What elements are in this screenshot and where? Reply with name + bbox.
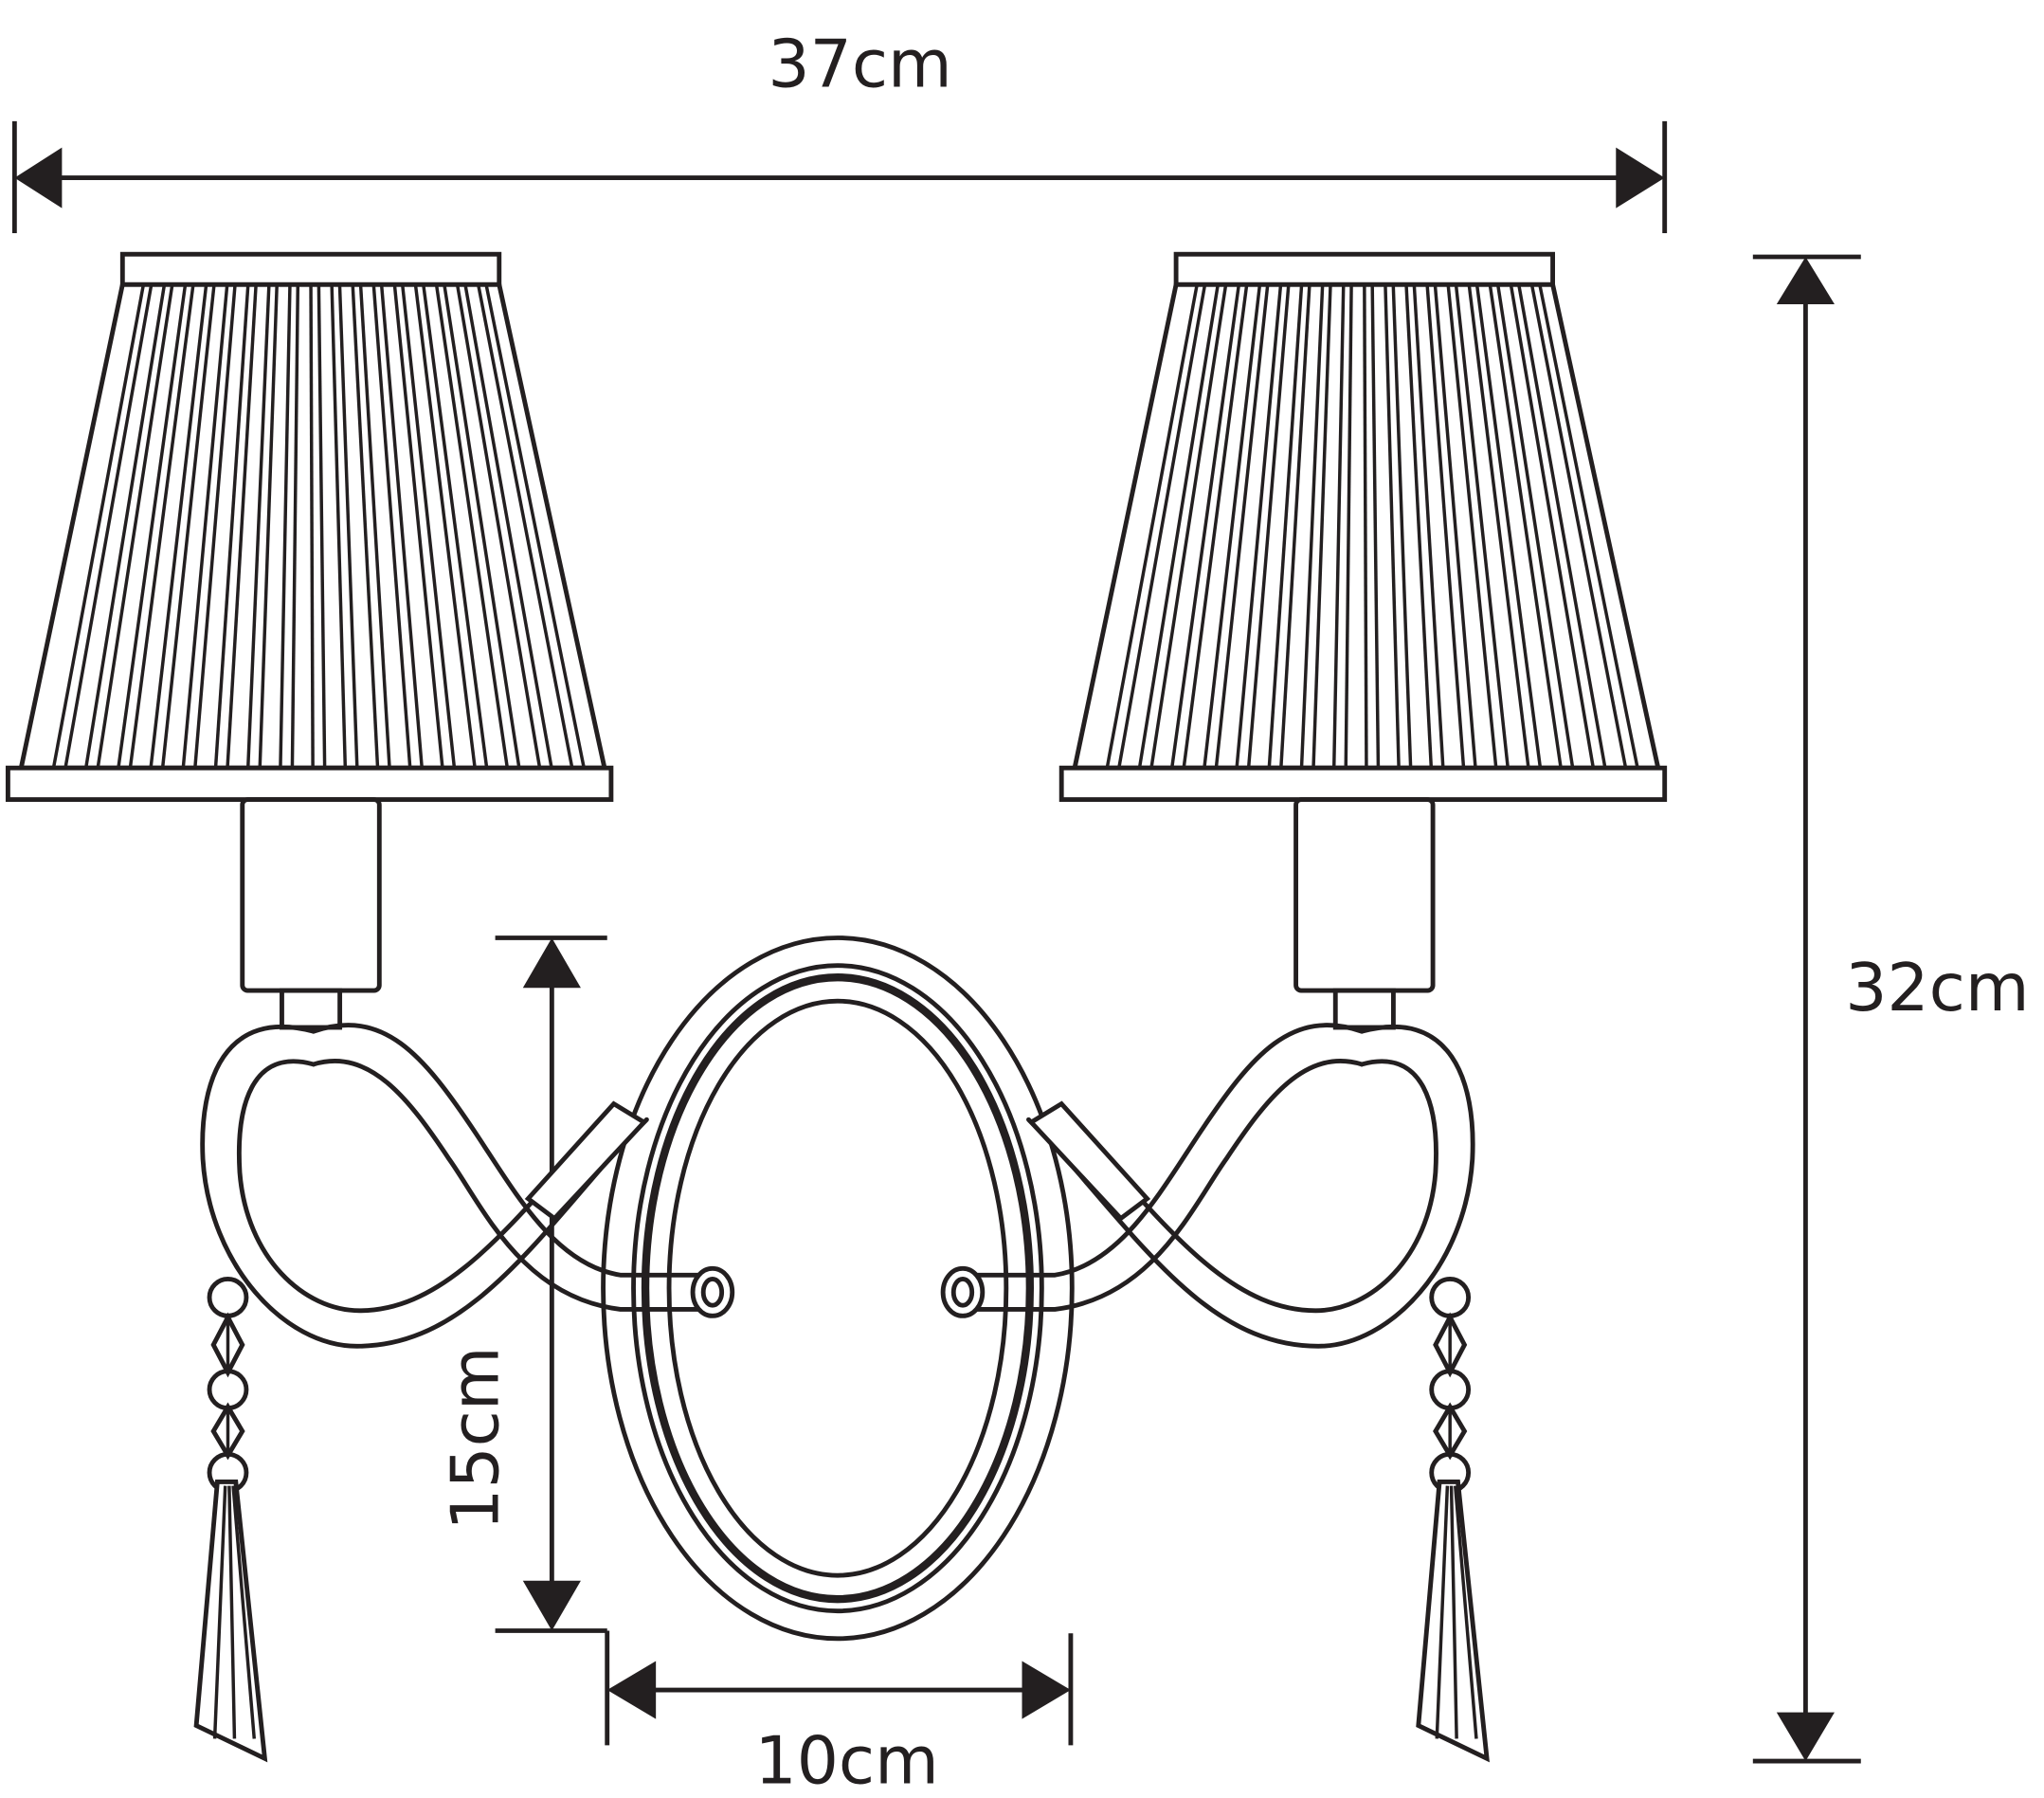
backplate-height-dimension: 15cm: [438, 935, 607, 1633]
left-lamp-shade: [5, 251, 614, 803]
backplate-oval: [601, 935, 1075, 1642]
left-candle-cup: [240, 797, 382, 1030]
left-scroll-arm: [200, 1023, 735, 1349]
height-label: 32cm: [1845, 951, 2029, 1026]
height-dimension: 32cm: [1752, 254, 2030, 1764]
backplate-width-label: 10cm: [755, 1724, 939, 1798]
width-dimension: 37cm: [11, 27, 1668, 233]
width-label: 37cm: [768, 27, 951, 103]
left-arm-mount: [690, 1265, 735, 1318]
right-candle-cup: [1293, 797, 1436, 1030]
right-scroll-arm: [940, 1023, 1475, 1349]
right-arm-mount: [940, 1265, 986, 1318]
backplate-height-label: 15cm: [438, 1346, 514, 1530]
right-lamp-shade: [1058, 251, 1668, 803]
left-crystal-drop: [193, 1277, 268, 1763]
backplate-width-dimension: 10cm: [605, 1630, 1074, 1798]
right-crystal-drop: [1416, 1277, 1490, 1763]
